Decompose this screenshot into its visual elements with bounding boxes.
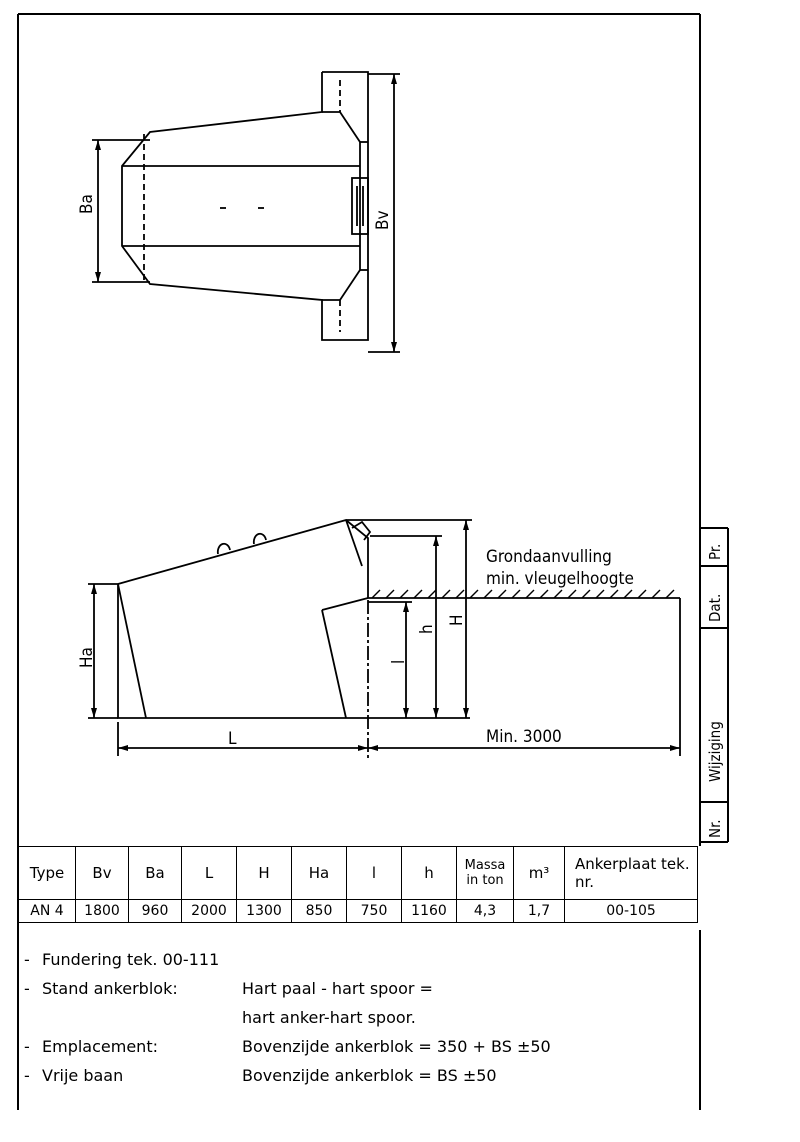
dim-label-min-3000: Min. 3000 <box>486 727 562 747</box>
td-ba: 960 <box>128 899 182 923</box>
dim-label-Ha: Ha <box>77 647 97 668</box>
th-l-length: L <box>181 846 237 900</box>
dim-label-Ba: Ba <box>77 194 97 214</box>
note-dash: - <box>24 979 30 998</box>
note-key: Vrije baan <box>42 1066 124 1085</box>
dim-label-Bv: Bv <box>373 210 393 230</box>
note-dash: - <box>24 950 30 969</box>
rev-col-dat: Dat. <box>706 594 724 622</box>
dim-label-L: L <box>228 729 237 749</box>
rev-col-wijziging: Wijziging <box>706 721 724 782</box>
note-value: Hart paal - hart spoor = <box>242 979 433 998</box>
th-ankerplaat: Ankerplaat tek. nr. <box>564 846 698 900</box>
note-value: Bovenzijde ankerblok = 350 + BS ±50 <box>242 1037 551 1056</box>
td-m3: 1,7 <box>513 899 565 923</box>
table-header-row: Type Bv Ba L H Ha l h Massa in ton m³ An… <box>18 846 698 900</box>
td-h-small: 1160 <box>401 899 457 923</box>
td-massa: 4,3 <box>456 899 514 923</box>
td-bv: 1800 <box>75 899 129 923</box>
dimensions-table: Type Bv Ba L H Ha l h Massa in ton m³ An… <box>18 846 698 923</box>
note-value: hart anker-hart spoor. <box>242 1008 416 1027</box>
td-h-height: 1300 <box>236 899 292 923</box>
dim-label-H: H <box>447 614 467 626</box>
th-h-height: H <box>236 846 292 900</box>
note-value: Bovenzijde ankerblok = BS ±50 <box>242 1066 497 1085</box>
note-key: Emplacement: <box>42 1037 158 1056</box>
label-min-vleugelhoogte: min. vleugelhoogte <box>486 569 634 589</box>
note-key: Fundering tek. 00-111 <box>42 950 220 969</box>
rev-col-pr: Pr. <box>706 544 724 560</box>
th-type: Type <box>18 846 76 900</box>
th-bv: Bv <box>75 846 129 900</box>
side-view <box>88 519 681 760</box>
rev-col-nr: Nr. <box>706 819 724 838</box>
td-type: AN 4 <box>18 899 76 923</box>
td-ha: 850 <box>291 899 347 923</box>
td-l-small: 750 <box>346 899 402 923</box>
th-ha: Ha <box>291 846 347 900</box>
th-m3: m³ <box>513 846 565 900</box>
revision-table <box>700 527 729 843</box>
table-row: AN 4 1800 960 2000 1300 850 750 1160 4,3… <box>18 899 698 923</box>
td-ankerplaat: 00-105 <box>564 899 698 923</box>
drawing-frame <box>17 13 701 1110</box>
th-massa: Massa in ton <box>456 846 514 900</box>
th-h-small: h <box>401 846 457 900</box>
note-key: Stand ankerblok: <box>42 979 178 998</box>
label-grondaanvulling: Grondaanvulling <box>486 547 612 567</box>
th-l-small: l <box>346 846 402 900</box>
td-l-length: 2000 <box>181 899 237 923</box>
top-view <box>92 71 400 353</box>
side-view-arrows <box>91 520 680 751</box>
dim-label-h: h <box>417 624 437 634</box>
note-dash: - <box>24 1066 30 1085</box>
dim-label-l: l <box>389 660 409 664</box>
th-ba: Ba <box>128 846 182 900</box>
note-dash: - <box>24 1037 30 1056</box>
top-view-arrows <box>95 74 397 352</box>
